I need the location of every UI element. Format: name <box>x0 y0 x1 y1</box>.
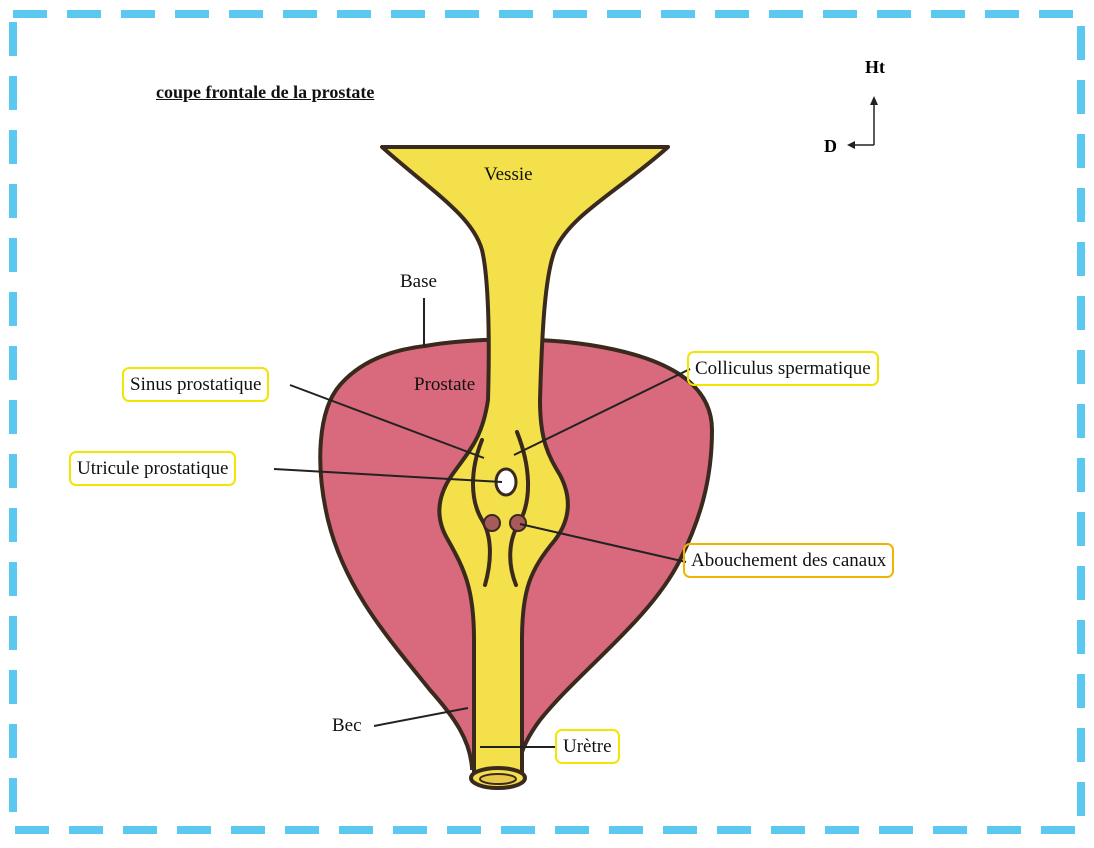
canal-opening-right <box>510 515 526 531</box>
label-base: Base <box>400 272 437 291</box>
uretre-lumen <box>480 774 516 784</box>
diagram-title: coupe frontale de la prostate <box>156 82 374 103</box>
orientation-up-label: Ht <box>865 57 885 78</box>
arrow-up-icon <box>870 96 878 105</box>
orientation-side-label: D <box>824 136 837 157</box>
label-utricule-prostatique: Utricule prostatique <box>69 451 236 486</box>
label-colliculus-spermatique: Colliculus spermatique <box>687 351 879 386</box>
label-prostate: Prostate <box>414 375 475 394</box>
label-uretre: Urètre <box>555 729 620 764</box>
arrow-left-icon <box>847 141 855 149</box>
label-vessie: Vessie <box>484 165 533 184</box>
canal-opening-left <box>484 515 500 531</box>
label-abouchement-canaux: Abouchement des canaux <box>683 543 894 578</box>
label-sinus-prostatique: Sinus prostatique <box>122 367 269 402</box>
label-bec: Bec <box>332 716 362 735</box>
